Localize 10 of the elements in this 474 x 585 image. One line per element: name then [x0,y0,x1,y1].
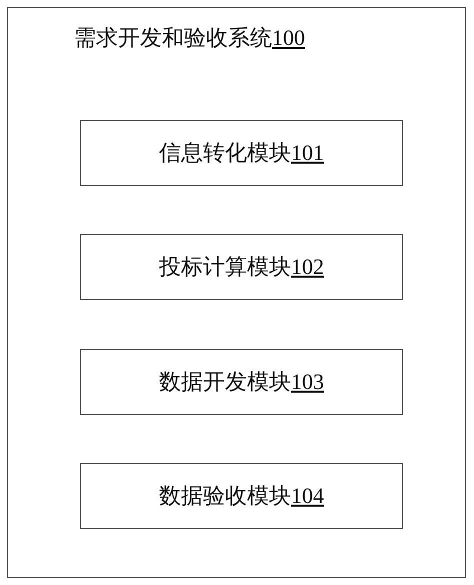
module-box [80,463,403,529]
module-box [80,234,403,300]
system-box [7,7,466,578]
module-label: 投标计算模块102 [159,254,324,280]
module-box [80,349,403,415]
module-label: 数据开发模块103 [159,368,324,396]
system-title: 需求开发和验收系统100 [74,25,305,52]
module-box [80,120,403,186]
module-label: 信息转化模块101 [159,140,324,166]
module-label: 数据验收模块104 [159,482,324,510]
